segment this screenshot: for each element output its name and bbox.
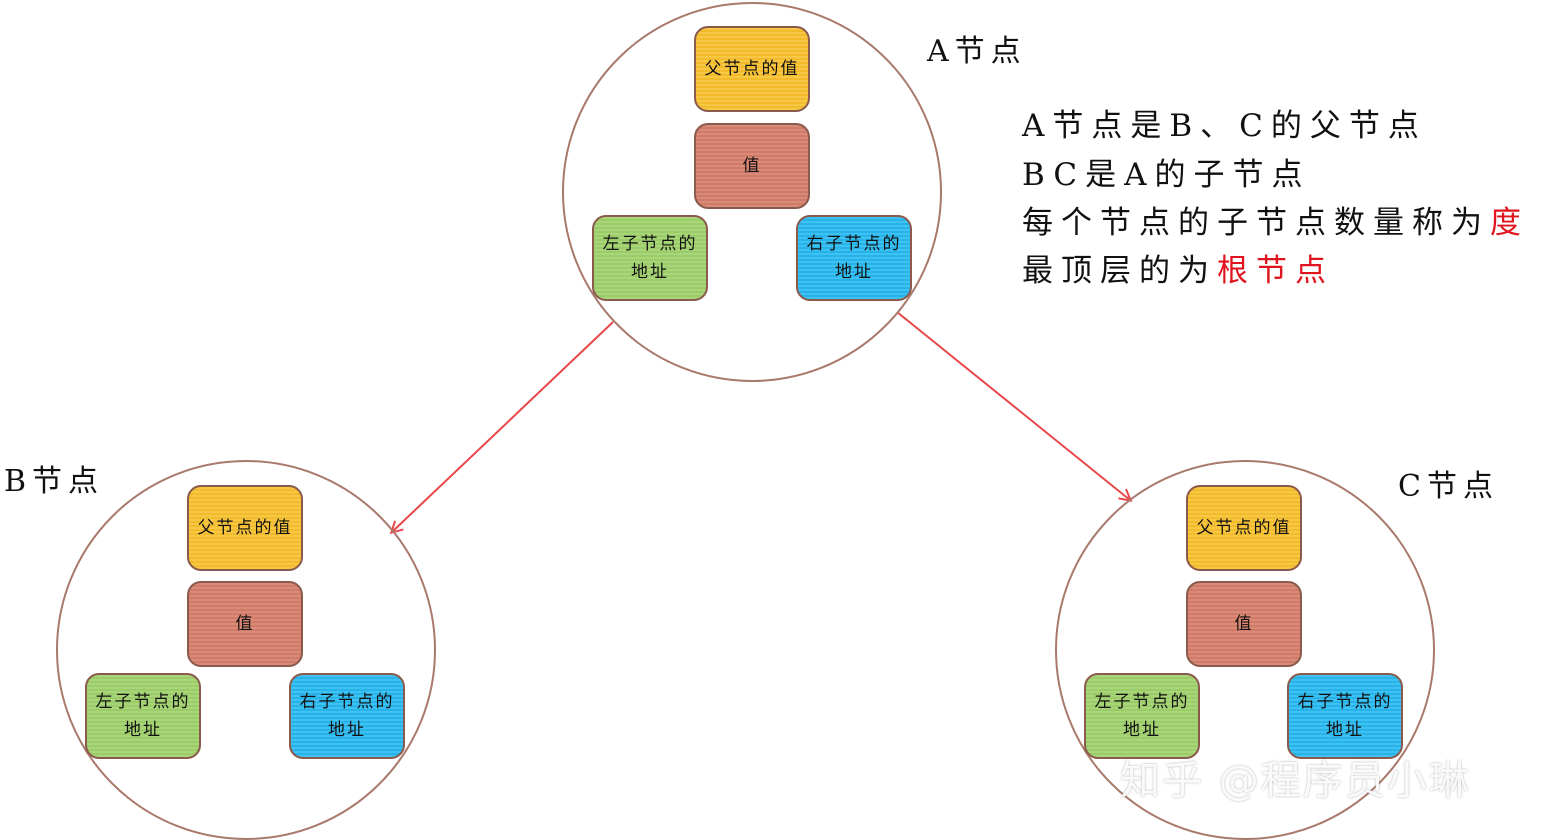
- note-line-4-text: 最顶层的为: [1022, 253, 1217, 289]
- note-line-4: 最顶层的为根节点: [1022, 245, 1334, 290]
- node-c-parent-value: 父节点的值: [1186, 485, 1302, 571]
- degree-highlight: 度: [1490, 205, 1529, 241]
- node-a-title: A节点: [927, 34, 1027, 69]
- node-b-title: B节点: [4, 464, 105, 499]
- node-c-title: C节点: [1398, 469, 1499, 504]
- node-b-left-child: 左子节点的地址: [85, 673, 201, 759]
- node-a-circle: [562, 2, 942, 382]
- edge-a-to-b: [392, 321, 614, 532]
- node-c-left-child: 左子节点的地址: [1084, 673, 1200, 759]
- note-line-3: 每个节点的子节点数量称为度: [1022, 197, 1529, 242]
- root-node-highlight: 根节点: [1217, 253, 1334, 289]
- node-c-right-child: 右子节点的地址: [1287, 673, 1403, 759]
- node-c-value: 值: [1186, 581, 1302, 667]
- note-line-1: A节点是B、C的父节点: [1022, 108, 1427, 144]
- node-a-left-child: 左子节点的地址: [592, 215, 708, 301]
- node-c-circle: [1055, 460, 1435, 840]
- node-b-circle: [56, 460, 436, 840]
- node-a-right-child: 右子节点的地址: [796, 215, 912, 301]
- node-a-parent-value: 父节点的值: [694, 26, 810, 112]
- watermark: 知乎 @程序员小琳: [1120, 758, 1471, 804]
- note-line-3-text: 每个节点的子节点数量称为: [1022, 205, 1490, 241]
- node-b-right-child: 右子节点的地址: [289, 673, 405, 759]
- node-b-value: 值: [187, 581, 303, 667]
- note-line-2: BC是A的子节点: [1022, 157, 1311, 193]
- node-a-value: 值: [694, 123, 810, 209]
- node-b-parent-value: 父节点的值: [187, 485, 303, 571]
- edge-a-to-c: [896, 311, 1130, 500]
